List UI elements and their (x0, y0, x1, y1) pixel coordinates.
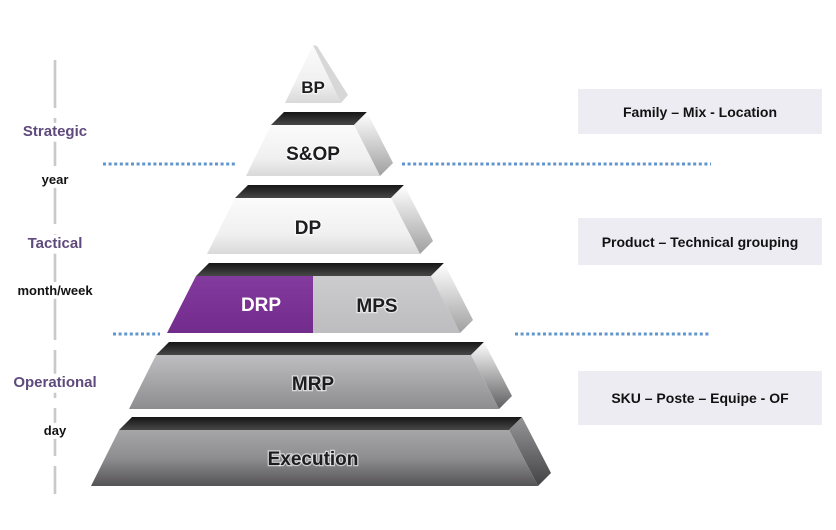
mps-side-face (431, 263, 473, 333)
dp-front-face (207, 198, 420, 254)
pyramid-label-bp: BP (301, 78, 325, 97)
pyramid-label-sop: S&OP (286, 144, 340, 165)
pyramid-layer-drp-mps (167, 263, 473, 333)
annotation-box-strategic: Family – Mix - Location (578, 89, 822, 134)
mps-front-face (313, 276, 460, 333)
drp-mps-top-face (196, 263, 444, 276)
axis-label-tactical: Tactical (22, 234, 88, 254)
execution-side-face (509, 417, 551, 486)
mrp-side-face (471, 342, 512, 409)
sop-top-face (271, 112, 367, 125)
mrp-top-face (156, 342, 484, 355)
pyramid-layer-sop (246, 112, 393, 176)
mrp-front-face (129, 355, 499, 409)
axis-label-month-week: month/week (12, 282, 98, 300)
pyramid-layer-bp (285, 45, 348, 103)
pyramid-label-mps: MPS (356, 296, 397, 317)
drp-front-face (167, 276, 313, 333)
pyramid-label-mrp: MRP (292, 374, 335, 395)
pyramid-layer-dp (207, 185, 433, 254)
annotation-text-operational: SKU – Poste – Equipe - OF (611, 390, 789, 406)
axis-label-strategic: Strategic (17, 122, 93, 142)
pyramid-label-dp: DP (295, 218, 322, 239)
annotation-box-tactical: Product – Technical grouping (578, 218, 822, 265)
bp-side-face (313, 45, 348, 103)
dp-top-face (235, 185, 404, 198)
annotation-text-tactical: Product – Technical grouping (601, 233, 799, 250)
pyramid-layer-mrp (129, 342, 512, 409)
execution-front-face (91, 430, 538, 486)
bp-front-face (285, 45, 341, 103)
axis-label-operational: Operational (8, 373, 102, 393)
axis-label-day: day (38, 422, 72, 440)
pyramid-label-execution: Execution (268, 449, 359, 470)
execution-top-face (119, 417, 522, 430)
pyramid-layer-execution (91, 417, 551, 486)
dp-side-face (391, 185, 433, 254)
pyramid-label-drp: DRP (241, 295, 281, 316)
sop-side-face (354, 112, 393, 176)
sop-front-face (246, 125, 380, 176)
axis-label-year: year (36, 171, 74, 189)
annotation-text-strategic: Family – Mix - Location (622, 103, 778, 120)
annotation-box-operational: SKU – Poste – Equipe - OF (578, 371, 822, 425)
